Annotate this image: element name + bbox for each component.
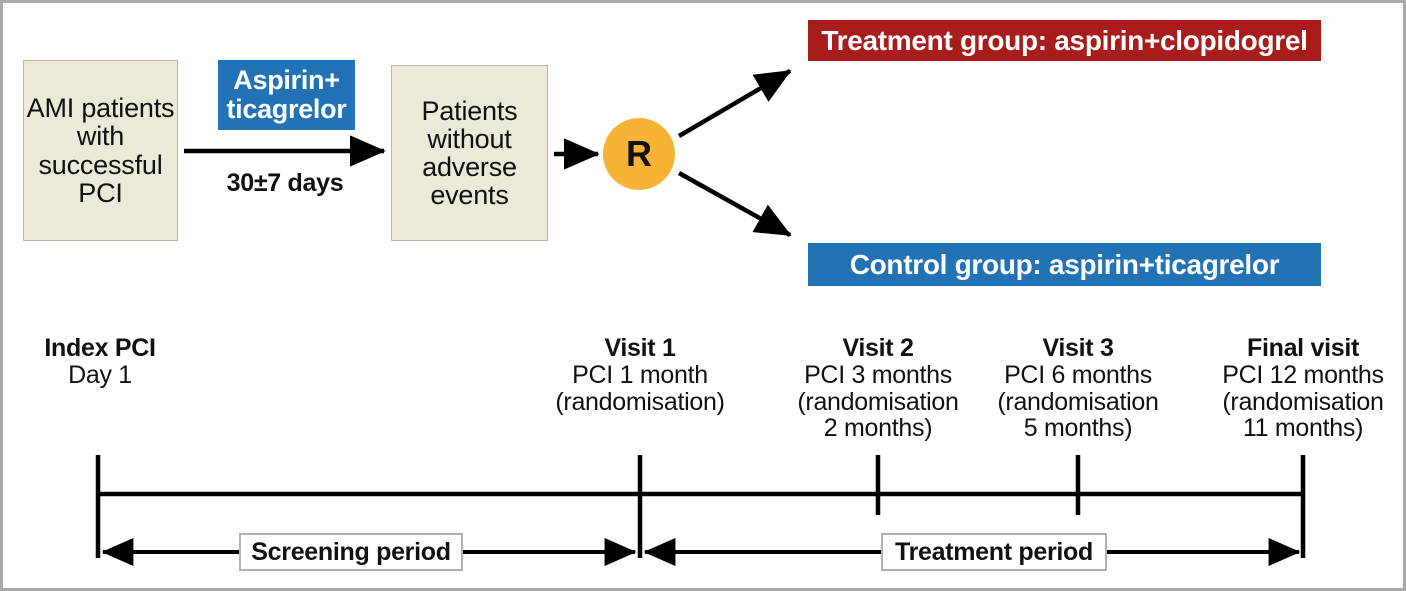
control-group-bar: Control group: aspirin+ticagrelor <box>808 243 1321 286</box>
visit-name: Final visit <box>1246 334 1359 362</box>
diagram-vector-layer <box>95 69 1306 566</box>
screening-period-chip: Screening period <box>239 533 463 571</box>
visit-detail-line: PCI 12 months <box>1222 360 1384 389</box>
treatment-group-bar: Treatment group: aspirin+clopidogrel <box>808 20 1321 61</box>
visit-name: Visit 3 <box>1042 334 1114 362</box>
visit-detail-line: (randomisation <box>1222 387 1384 416</box>
visit-name: Visit 2 <box>842 334 914 362</box>
visit-detail-line: 5 months) <box>1023 414 1133 443</box>
visit-name: Index PCI <box>44 334 156 362</box>
duration-label-30-days: 30±7 days <box>226 169 344 197</box>
timeline-label-final-visit: Final visit PCI 12 months (randomisation… <box>1203 335 1403 442</box>
flow-box-ami-patients: AMI patients with successful PCI <box>23 60 178 241</box>
visit-detail-line: PCI 3 months <box>804 360 952 389</box>
timeline-label-visit-1: Visit 1 PCI 1 month (randomisation) <box>545 335 735 415</box>
visit-detail-line: (randomisation <box>797 387 959 416</box>
visit-name: Visit 1 <box>604 334 676 362</box>
timeline-label-visit-2: Visit 2 PCI 3 months (randomisation 2 mo… <box>783 335 973 442</box>
arrow-randomisation-to-control <box>677 171 792 237</box>
randomisation-circle: R <box>603 118 675 190</box>
visit-detail-line: (randomisation <box>997 387 1159 416</box>
visit-detail-line: 2 months) <box>823 414 933 443</box>
visit-detail-line: Day 1 <box>68 360 132 389</box>
drug-chip-aspirin-ticagrelor: Aspirin+ ticagrelor <box>218 60 355 130</box>
visit-detail-line: 11 months) <box>1242 414 1364 443</box>
treatment-period-chip: Treatment period <box>881 533 1107 571</box>
timeline-label-visit-3: Visit 3 PCI 6 months (randomisation 5 mo… <box>983 335 1173 442</box>
flow-box-patients-without-adverse-events: Patients without adverse events <box>391 65 548 241</box>
visit-detail-line: (randomisation) <box>555 387 725 416</box>
timeline-label-index-pci: Index PCI Day 1 <box>5 335 195 389</box>
visit-detail-line: PCI 6 months <box>1004 360 1152 389</box>
visit-detail-line: PCI 1 month <box>572 360 708 389</box>
arrow-randomisation-to-treatment <box>677 69 792 138</box>
